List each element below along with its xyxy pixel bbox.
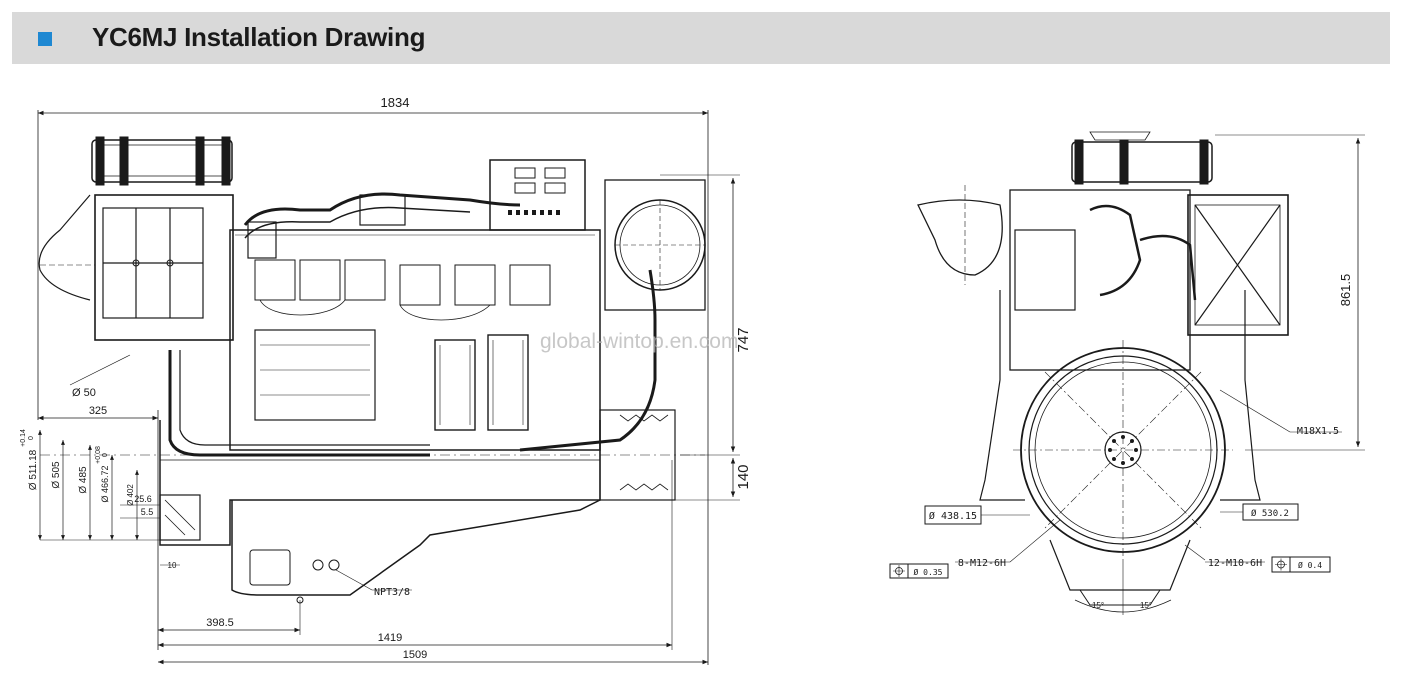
label-angle-right: 15°	[1140, 601, 1152, 610]
label-d-530: Ø 530.2	[1251, 508, 1289, 519]
dim-overall-length: 1834	[381, 95, 410, 110]
label-angle-left: 15°	[1092, 601, 1104, 610]
dim-phi-50: Ø 50	[72, 387, 96, 399]
dim-25-6: 25.6	[134, 494, 152, 504]
dim-1509: 1509	[403, 649, 427, 661]
label-tol-035: Ø 0.35	[914, 567, 943, 577]
dim-325: 325	[89, 405, 107, 417]
dim-d-511-tol-top: +0.14	[20, 429, 27, 447]
dim-398-5: 398.5	[206, 617, 234, 629]
dim-d-402: Ø 402	[126, 484, 135, 506]
label-m18: M18X1.5	[1297, 426, 1339, 437]
dim-d-466: Ø 466.72	[100, 465, 110, 502]
dim-d-466-tol-bot: 0	[102, 453, 109, 457]
page-title: YC6MJ Installation Drawing	[92, 22, 426, 52]
side-view	[37, 110, 740, 665]
dim-d-511: Ø 511.18	[28, 449, 39, 490]
dim-10: 10	[168, 561, 177, 570]
side-view-labels: 1834 747 140 325 Ø 50 Ø 511.18 +0.14 0 Ø…	[20, 95, 752, 661]
front-view	[889, 131, 1365, 615]
dim-5-5: 5.5	[141, 507, 154, 517]
dim-1419: 1419	[378, 632, 402, 644]
label-d-438: Ø 438.15	[929, 510, 977, 522]
dim-d-511-tol-bot: 0	[28, 436, 35, 440]
label-npt: NPT3/8	[374, 587, 410, 598]
title-bar: YC6MJ Installation Drawing	[12, 12, 1390, 64]
label-12m10: 12-M10-6H	[1208, 558, 1262, 569]
dim-747: 747	[735, 327, 752, 352]
dim-d-485: Ø 485	[78, 466, 89, 494]
dim-d-466-tol-top: +0.08	[95, 446, 102, 464]
label-8m12: 8-M12-6H	[958, 558, 1006, 569]
front-view-labels: 861.5 M18X1.5 Ø 438.15 Ø 530.2 8-M12-6H …	[914, 274, 1353, 610]
square-bullet-icon	[38, 32, 52, 46]
label-tol-04: Ø 0.4	[1298, 560, 1322, 570]
dim-140: 140	[735, 464, 752, 489]
watermark: global-wintop.en.com	[540, 330, 738, 353]
dim-861-5: 861.5	[1338, 274, 1353, 307]
dim-d-505: Ø 505	[51, 461, 62, 489]
